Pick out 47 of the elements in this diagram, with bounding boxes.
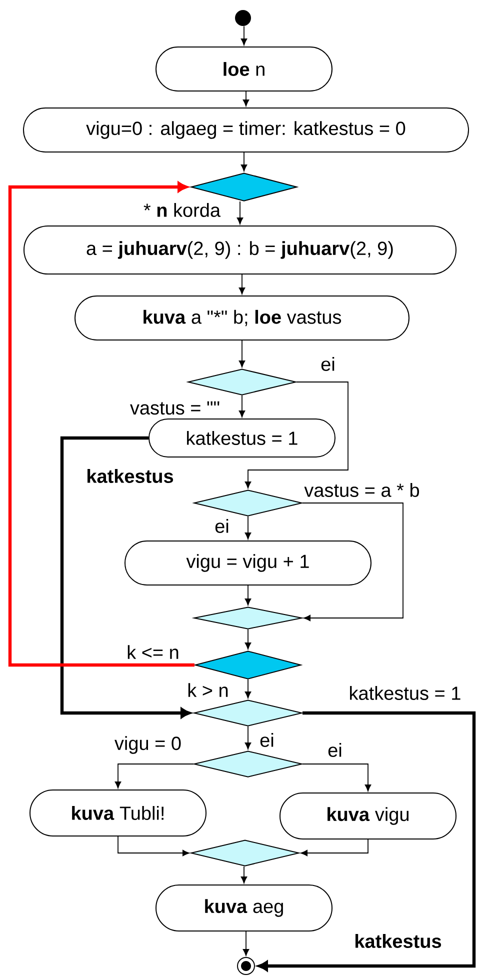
process-box: katkestus = 1 bbox=[148, 418, 336, 458]
arrow bbox=[242, 91, 250, 106]
edge-label: katkestus bbox=[85, 468, 175, 484]
arrow bbox=[244, 629, 252, 650]
edge-label: k <= n bbox=[126, 644, 180, 660]
process-box: kuva vigu bbox=[280, 792, 456, 840]
process-box: a = juhuarv(2, 9) : b = juhuarv(2, 9) bbox=[24, 226, 456, 274]
edge-label: katkestus = 1 bbox=[348, 685, 462, 701]
arrow bbox=[238, 274, 246, 294]
arrow bbox=[302, 764, 372, 792]
start-dot bbox=[235, 10, 251, 26]
arrow bbox=[300, 839, 368, 856]
arrow bbox=[244, 679, 252, 698]
end-dot bbox=[237, 957, 255, 975]
arrow bbox=[240, 26, 248, 46]
arrow bbox=[114, 764, 194, 788]
arrow bbox=[236, 201, 244, 224]
edge-label: k > n bbox=[186, 682, 230, 698]
arrow bbox=[240, 152, 248, 172]
process-box: kuva aeg bbox=[156, 884, 332, 932]
note-label: katkestus bbox=[356, 934, 442, 948]
arrow bbox=[258, 711, 476, 972]
process-box: vigu=0 : algaeg = timer: katkestus = 0 bbox=[23, 108, 469, 152]
edge-label: vigu = 0 bbox=[113, 735, 183, 755]
arrow bbox=[244, 382, 348, 488]
arrow bbox=[238, 340, 246, 368]
arrow bbox=[240, 866, 248, 884]
edge-label: ei bbox=[320, 356, 336, 372]
process-box: loe n bbox=[156, 46, 332, 92]
arrow bbox=[242, 931, 250, 956]
edge-label: ei bbox=[326, 742, 344, 758]
arrow bbox=[244, 516, 252, 540]
arrow bbox=[244, 585, 252, 606]
arrow bbox=[244, 726, 252, 750]
arrow bbox=[302, 502, 404, 622]
process-box: kuva a "*" b; loe vastus bbox=[74, 296, 410, 340]
process-box: kuva Tubli! bbox=[30, 790, 206, 836]
edge-label: vastus = "" bbox=[128, 400, 222, 416]
process-box: vigu = vigu + 1 bbox=[124, 540, 372, 586]
arrow bbox=[60, 436, 191, 718]
arrow bbox=[238, 395, 246, 418]
edge-label: ei bbox=[258, 732, 276, 748]
edge-label: ei bbox=[214, 518, 230, 534]
arrow bbox=[118, 836, 190, 856]
edge-label: *n korda bbox=[142, 202, 222, 218]
edge-label: vastus = a * b bbox=[303, 482, 421, 498]
arrow bbox=[8, 182, 194, 667]
